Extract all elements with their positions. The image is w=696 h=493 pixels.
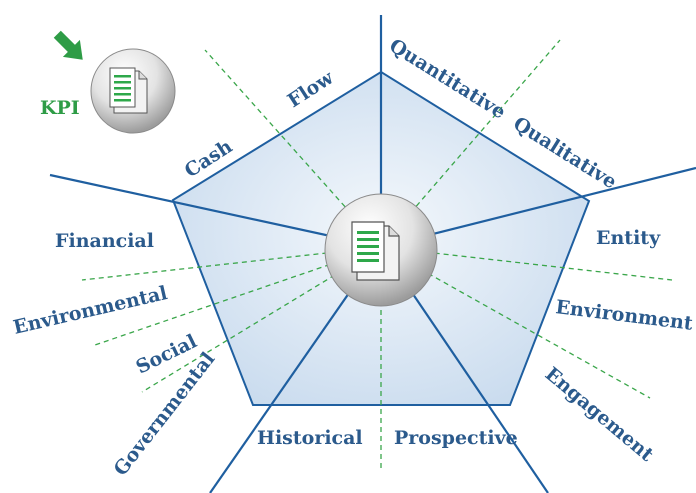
label-governmental: Governmental [110, 348, 220, 480]
axis-left [49, 173, 382, 249]
label-historical: Historical [257, 427, 363, 449]
label-environmental: Environmental [11, 282, 169, 339]
ray-flow [204, 49, 382, 248]
label-entity: Entity [596, 227, 661, 249]
center-node [324, 193, 438, 307]
label-financial: Financial [55, 230, 154, 252]
kpi-node: KPI [40, 30, 176, 134]
ray-engagement [380, 246, 651, 399]
arrow-down-right-icon [53, 30, 83, 60]
label-engagement: Engagement [541, 363, 658, 466]
document-icon [351, 221, 400, 281]
label-prospective: Prospective [394, 427, 518, 449]
kpi-label: KPI [40, 97, 80, 119]
label-environment: Environment [554, 296, 694, 335]
kpi-document-icon [109, 67, 148, 114]
